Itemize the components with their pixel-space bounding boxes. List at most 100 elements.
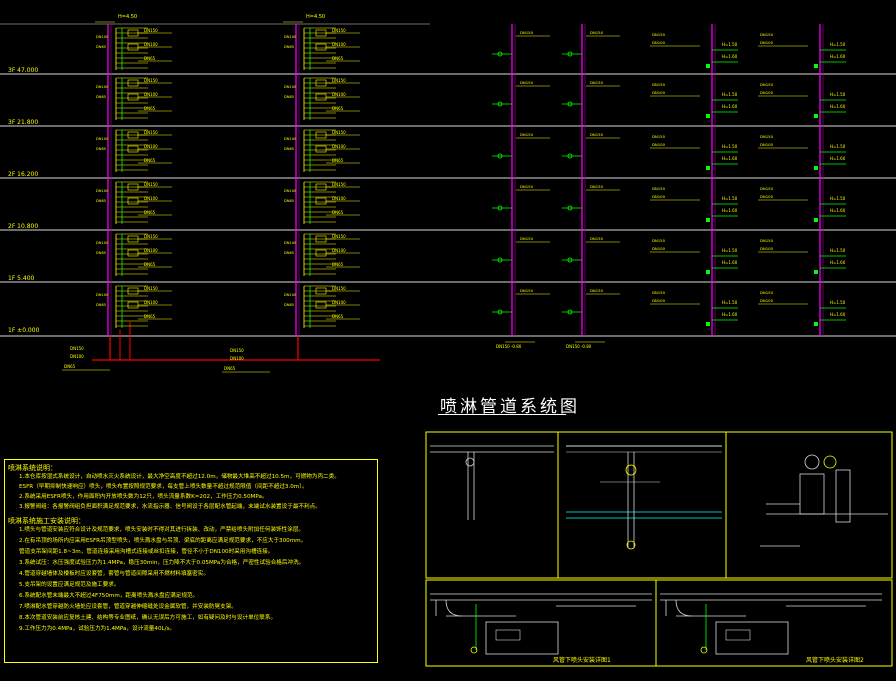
pipe-tag: H=1.60 bbox=[830, 260, 846, 265]
pipe-tag: DN65 bbox=[96, 147, 106, 151]
fitting bbox=[814, 270, 818, 274]
valve-box bbox=[127, 93, 139, 101]
valve-body bbox=[799, 473, 825, 515]
pipe-tag: DN100 bbox=[332, 42, 346, 47]
pipe-tag: H=1.50 bbox=[830, 248, 846, 253]
pipe-tag: DN150 bbox=[144, 182, 158, 187]
sprinkler-head bbox=[700, 646, 708, 654]
pipe-tag: H=1.60 bbox=[722, 312, 738, 317]
pipe-tag: H=1.60 bbox=[830, 104, 846, 109]
pipe-tag: DN150 bbox=[652, 238, 666, 243]
pipe-tag: DN100 bbox=[230, 356, 244, 361]
pipe-tag: DN150 -0.80 bbox=[496, 344, 522, 349]
notes-heading: 喷淋系统说明： bbox=[8, 464, 57, 472]
fitting bbox=[706, 270, 710, 274]
pipe-tag: H=1.50 bbox=[722, 42, 738, 47]
pipe-tag: DN100 bbox=[144, 196, 158, 201]
pipe-tag: H=1.50 bbox=[722, 248, 738, 253]
pipe-tag: DN150 bbox=[332, 28, 346, 33]
pipe-tag: DN150 bbox=[332, 286, 346, 291]
pipe-tag: DN150 bbox=[590, 288, 604, 293]
pipe-tag: H=1.50 bbox=[722, 92, 738, 97]
duct-section bbox=[715, 621, 789, 655]
pipe-tag: DN150 bbox=[652, 134, 666, 139]
pipe-tag: H=1.50 bbox=[830, 92, 846, 97]
fitting bbox=[567, 257, 573, 263]
pipe-tag: H=1.60 bbox=[830, 312, 846, 317]
pipe-tag: DN100 bbox=[144, 92, 158, 97]
valve-box bbox=[127, 145, 139, 153]
valve-box bbox=[315, 43, 327, 51]
pipe-tag: DN100 bbox=[760, 246, 774, 251]
pipe-tag: DN150 bbox=[332, 130, 346, 135]
valve-box bbox=[315, 93, 327, 101]
fitting bbox=[706, 218, 710, 222]
pipe-tag: DN150 bbox=[332, 78, 346, 83]
pipe-tag: DN150 bbox=[70, 346, 84, 351]
fitting bbox=[706, 322, 710, 326]
pipe-tag: H=1.50 bbox=[722, 144, 738, 149]
detail-caption: 风管下喷头安装详图2 bbox=[806, 657, 864, 664]
riser-top-label: H=4.50 bbox=[118, 14, 137, 20]
valve-body bbox=[804, 454, 820, 470]
pipe-tag: DN150 bbox=[520, 80, 534, 85]
fitting bbox=[706, 64, 710, 68]
pipe-tag: DN100 bbox=[144, 300, 158, 305]
pipe-tag: DN150 bbox=[144, 28, 158, 33]
pipe-tag: DN100 bbox=[144, 144, 158, 149]
pipe-tag: DN150 bbox=[590, 236, 604, 241]
fitting bbox=[814, 64, 818, 68]
pipe-tag: DN150 bbox=[590, 30, 604, 35]
pipe-tag: DN100 bbox=[652, 246, 666, 251]
pipe-tag: DN150 bbox=[520, 236, 534, 241]
pipe-tag: DN100 bbox=[760, 298, 774, 303]
fitting bbox=[814, 322, 818, 326]
valve-box bbox=[315, 301, 327, 309]
detail-frame-b bbox=[655, 579, 893, 667]
pipe-tag: DN100 bbox=[96, 293, 109, 297]
level-label: 2F 10.800 bbox=[8, 223, 39, 230]
fitting bbox=[497, 205, 503, 211]
pipe-tag: DN100 bbox=[144, 248, 158, 253]
pipe-tag: H=1.50 bbox=[830, 144, 846, 149]
title-underline bbox=[438, 414, 566, 415]
pipe-tag: DN150 bbox=[332, 234, 346, 239]
notes-line: 1.喷头与管道安装应符合设计及规范要求，喷头安装时不得对其进行拆装、改动，严禁给… bbox=[19, 527, 305, 533]
notes-line: 3.系统试压：水压强度试验压力为1.4MPa，稳压30min，压力降不大于0.0… bbox=[19, 560, 305, 566]
pipe-tag: DN65 bbox=[96, 251, 106, 255]
pipe-tag: DN150 bbox=[652, 82, 666, 87]
pipe-tag: DN150 bbox=[520, 288, 534, 293]
pipe-tag: DN65 bbox=[96, 95, 106, 99]
pipe-tag: DN100 bbox=[96, 85, 109, 89]
pipe-tag: DN100 bbox=[96, 35, 109, 39]
pipe-tag: DN65 bbox=[224, 366, 236, 371]
pipe-tag: DN100 bbox=[284, 293, 297, 297]
level-label: 3F 47.000 bbox=[8, 67, 39, 74]
pipe-tag: DN100 bbox=[332, 92, 346, 97]
notes-line: 9.工作压力为0.4MPa，试验压力为1.4MPa，设计流量40L/s。 bbox=[19, 626, 176, 632]
fitting bbox=[497, 309, 503, 315]
pipe-tag: DN65 bbox=[284, 45, 294, 49]
sprinkler-head bbox=[625, 464, 637, 476]
notes-line: 1.本仓库按湿式系统设计，自动喷水灭火系统设计，最大净空高度不超过12.0m，储… bbox=[19, 474, 340, 480]
pipe-tag: DN100 bbox=[332, 248, 346, 253]
pipe-tag: DN100 bbox=[760, 142, 774, 147]
pipe-tag: DN65 bbox=[144, 262, 156, 267]
valve-box bbox=[127, 249, 139, 257]
notes-line: 4.管道穿越墙体及楼板时应设套管，套管与管道间隙采用不燃材料填塞密实。 bbox=[19, 571, 209, 577]
pipe-tag: DN150 bbox=[590, 184, 604, 189]
pipe-tag: DN150 bbox=[760, 290, 774, 295]
pipe-tag: DN65 bbox=[332, 314, 344, 319]
pipe-tag: DN150 bbox=[760, 32, 774, 37]
pipe-tag: DN150 bbox=[652, 290, 666, 295]
pipe-tag: DN65 bbox=[144, 106, 156, 111]
duct-section bbox=[495, 629, 521, 641]
pipe-tag: DN150 bbox=[332, 182, 346, 187]
fitting bbox=[497, 51, 503, 57]
pipe-tag: DN65 bbox=[284, 251, 294, 255]
sprinkler-head bbox=[465, 457, 475, 467]
notes-line: 8.本次管道安装前应复核土建、结构等专业图纸，确认无误后方可施工，如有疑问及时与… bbox=[19, 615, 277, 621]
level-label: 2F 16.200 bbox=[8, 171, 39, 178]
pipe-tag: DN100 bbox=[284, 85, 297, 89]
